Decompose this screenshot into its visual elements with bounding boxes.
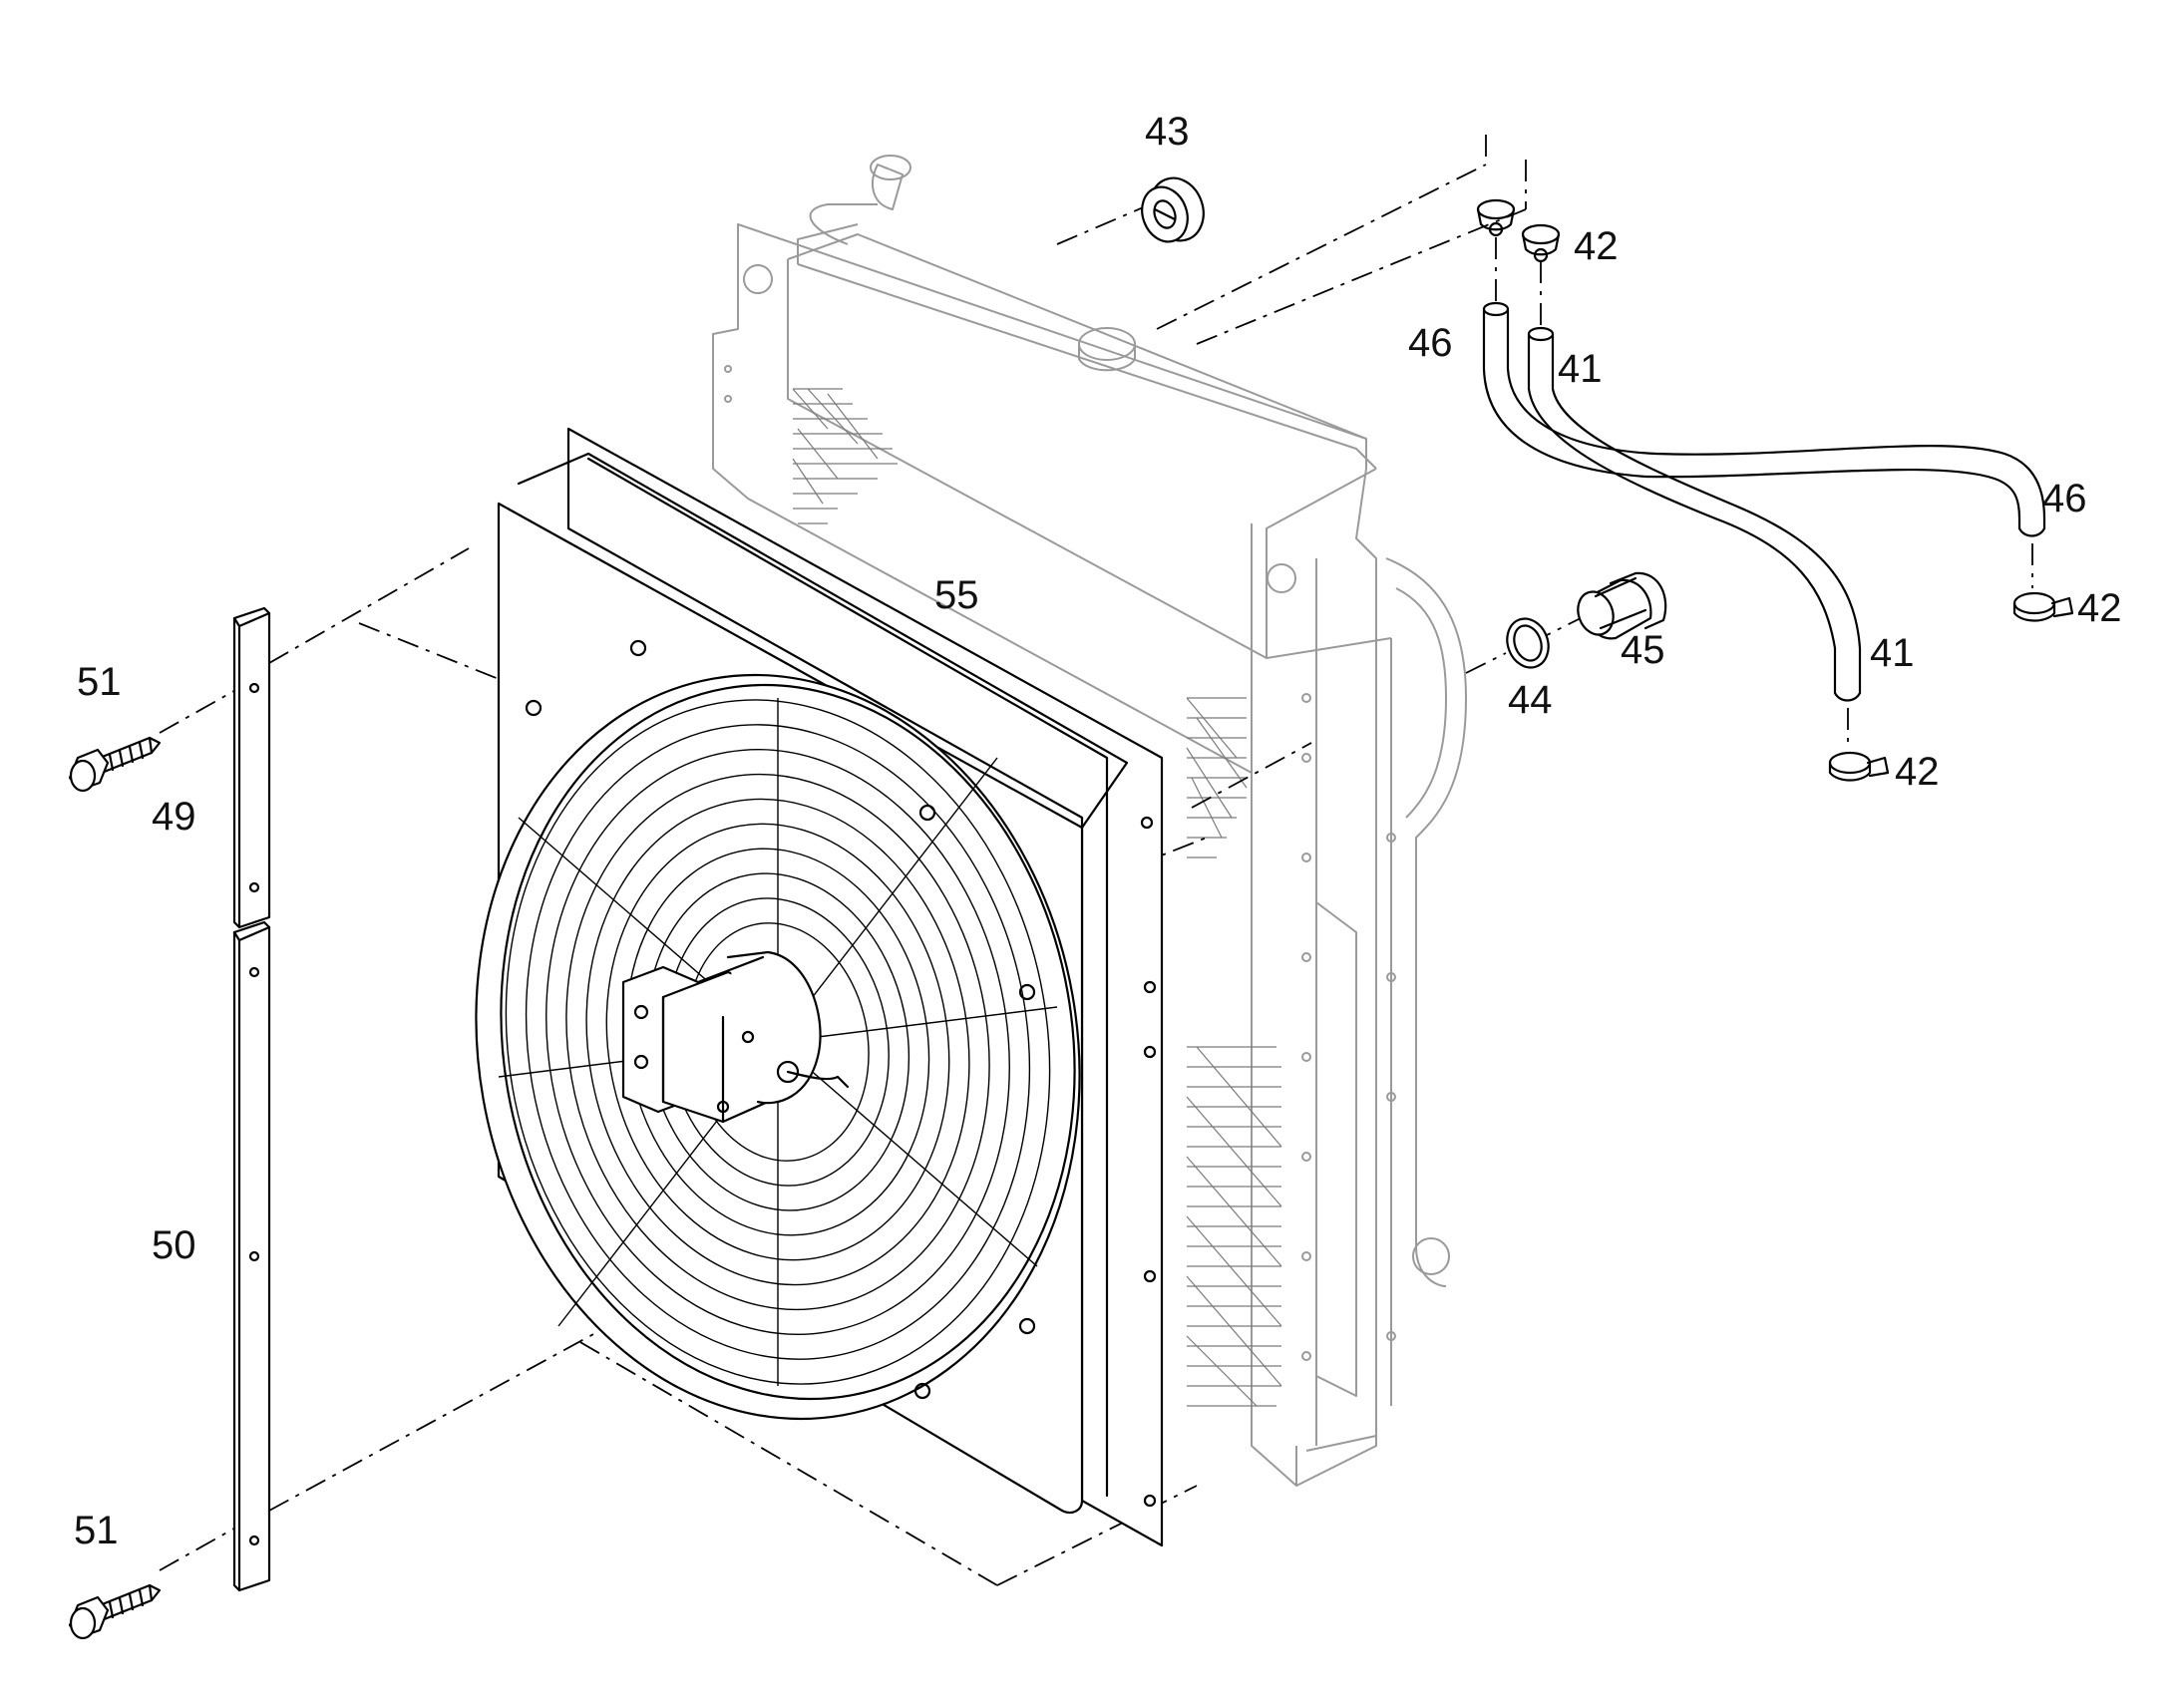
callout-43: 43: [1145, 110, 1190, 154]
part-50-strip: [232, 920, 271, 1592]
callout-49: 49: [152, 795, 196, 839]
callout-44: 44: [1508, 678, 1553, 722]
clamp-42-lower-right: [2012, 591, 2074, 622]
fan-motor: [621, 950, 850, 1124]
part-43-cap: [1141, 176, 1205, 243]
clamp-42-lower-left: [1828, 751, 1890, 782]
callout-46-right: 46: [2042, 477, 2087, 520]
part-51-bolt-upper: [68, 736, 162, 793]
callout-42-lower: 42: [1895, 750, 1940, 794]
part-49-strip: [232, 606, 271, 929]
clamp-42-upper-right: [1521, 223, 1561, 263]
callout-51-top: 51: [77, 660, 122, 704]
callout-46-top: 46: [1408, 321, 1453, 365]
part-45-fitting: [1577, 571, 1667, 640]
radiator-core: [712, 155, 1467, 1487]
callout-51-bottom: 51: [74, 1509, 119, 1552]
callout-41-top: 41: [1558, 347, 1603, 391]
callout-42-top: 42: [1574, 224, 1619, 268]
callout-55: 55: [934, 573, 979, 617]
callout-50: 50: [152, 1223, 196, 1267]
part-51-bolt-lower: [68, 1583, 162, 1640]
callout-labels: 43 42 46 41 46 42 55 45 44 41 42 51 49 5…: [74, 110, 2122, 1552]
callout-45: 45: [1621, 628, 1665, 672]
hose-assembly: [1476, 198, 2074, 782]
callout-41-right: 41: [1870, 631, 1915, 675]
callout-42-right: 42: [2077, 586, 2122, 630]
part-44-o-ring: [1506, 617, 1550, 669]
clamp-42-upper-left: [1476, 198, 1516, 237]
leader-lines: [159, 135, 1582, 1586]
